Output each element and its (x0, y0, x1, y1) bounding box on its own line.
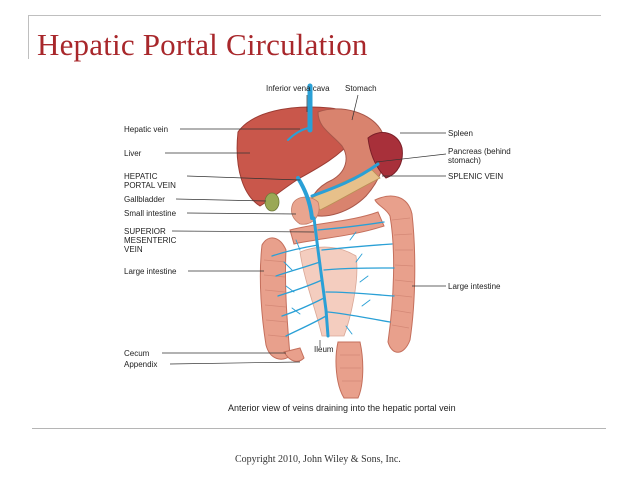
label-pancreas-line2: stomach) (448, 156, 481, 165)
label-hepatic-portal-vein-line1: HEPATIC (124, 172, 158, 181)
label-liver: Liver (124, 149, 142, 158)
portal-vein-network (271, 83, 395, 338)
label-hepatic-portal-vein: HEPATIC PORTAL VEIN (124, 172, 176, 190)
label-sup-mes-line1: SUPERIOR (124, 227, 166, 236)
leader-lines (162, 94, 447, 365)
label-hepatic-vein: Hepatic vein (124, 125, 169, 134)
top-rule (28, 15, 601, 16)
liver-shape (236, 106, 356, 207)
spleen-shape (367, 132, 403, 179)
label-sup-mes-line2: MESENTERIC (124, 236, 177, 245)
label-cecum: Cecum (124, 349, 150, 358)
left-rule (28, 15, 29, 59)
label-superior-mesenteric-vein: SUPERIOR MESENTERIC VEIN (124, 227, 176, 254)
bottom-rule (32, 428, 606, 429)
label-sup-mes-line3: VEIN (124, 245, 143, 254)
figure-caption: Anterior view of veins draining into the… (228, 403, 456, 413)
label-gallbladder: Gallbladder (124, 195, 165, 204)
label-hepatic-portal-vein-line2: PORTAL VEIN (124, 181, 176, 190)
label-small-intestine: Small intestine (124, 209, 177, 218)
gallbladder-shape (264, 192, 280, 212)
label-large-intestine-left: Large intestine (124, 267, 177, 276)
label-appendix: Appendix (124, 360, 158, 369)
copyright-notice: Copyright 2010, John Wiley & Sons, Inc. (235, 454, 401, 465)
label-stomach: Stomach (345, 84, 377, 93)
label-spleen: Spleen (448, 129, 473, 138)
label-large-intestine-right: Large intestine (448, 282, 501, 291)
label-pancreas: Pancreas (behind stomach) (448, 147, 511, 165)
label-ileum: Ileum (314, 345, 334, 354)
label-splenic-vein: SPLENIC VEIN (448, 172, 504, 181)
haustra-lines (263, 217, 414, 382)
slide-title: Hepatic Portal Circulation (37, 27, 368, 62)
label-pancreas-line1: Pancreas (behind (448, 147, 511, 156)
label-inferior-vena-cava: Inferior vena cava (266, 84, 330, 93)
